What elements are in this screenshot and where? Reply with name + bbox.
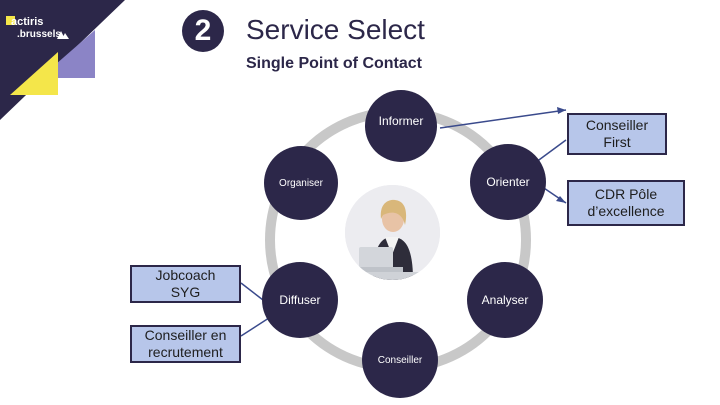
node-orienter: Orienter [470, 144, 546, 220]
logo-text-actiris: actiris [11, 16, 44, 28]
logo-corner [0, 0, 125, 120]
page-subtitle: Single Point of Contact [246, 55, 422, 72]
node-organiser: Organiser [264, 146, 338, 220]
box-conseiller-first: Conseiller First [567, 113, 667, 155]
node-analyser: Analyser [467, 262, 543, 338]
node-diffuser: Diffuser [262, 262, 338, 338]
arrow-informer-first [439, 109, 567, 129]
node-diffuser-label: Diffuser [279, 293, 321, 307]
box-cdr-pole: CDR Pôle d’excellence [567, 180, 685, 226]
box-conseiller-recrutement: Conseiller en recrutement [130, 325, 241, 363]
arrowhead-3 [556, 196, 566, 203]
arrowhead-1 [557, 107, 566, 114]
arrow-jobcoach-diffuser [240, 282, 264, 301]
page-title: Service Select [246, 14, 425, 45]
node-orienter-label: Orienter [486, 175, 530, 189]
node-informer: Informer [365, 90, 437, 162]
node-conseiller: Conseiller [362, 322, 438, 398]
box-jobcoach: Jobcoach SYG [130, 265, 241, 303]
node-organiser-label: Organiser [279, 177, 323, 189]
node-conseiller-label: Conseiller [377, 354, 423, 366]
advisor-photo [345, 185, 440, 280]
corner-yellow-shape [10, 52, 58, 95]
box-conseiller-first-label: Conseiller First [585, 117, 649, 150]
box-jobcoach-label: Jobcoach SYG [155, 267, 216, 300]
box-cdr-pole-label: CDR Pôle d’excellence [587, 186, 665, 219]
box-conseiller-recrutement-label: Conseiller en recrutement [144, 327, 227, 360]
advisor-illustration [345, 185, 440, 280]
logo-text-brussels: .brussels [17, 29, 61, 40]
node-informer-label: Informer [378, 114, 424, 128]
node-analyser-label: Analyser [481, 293, 529, 307]
step-number-badge: 2 [182, 10, 224, 52]
logo-mark-icon [57, 31, 69, 39]
logo-yellow-square [6, 16, 15, 25]
